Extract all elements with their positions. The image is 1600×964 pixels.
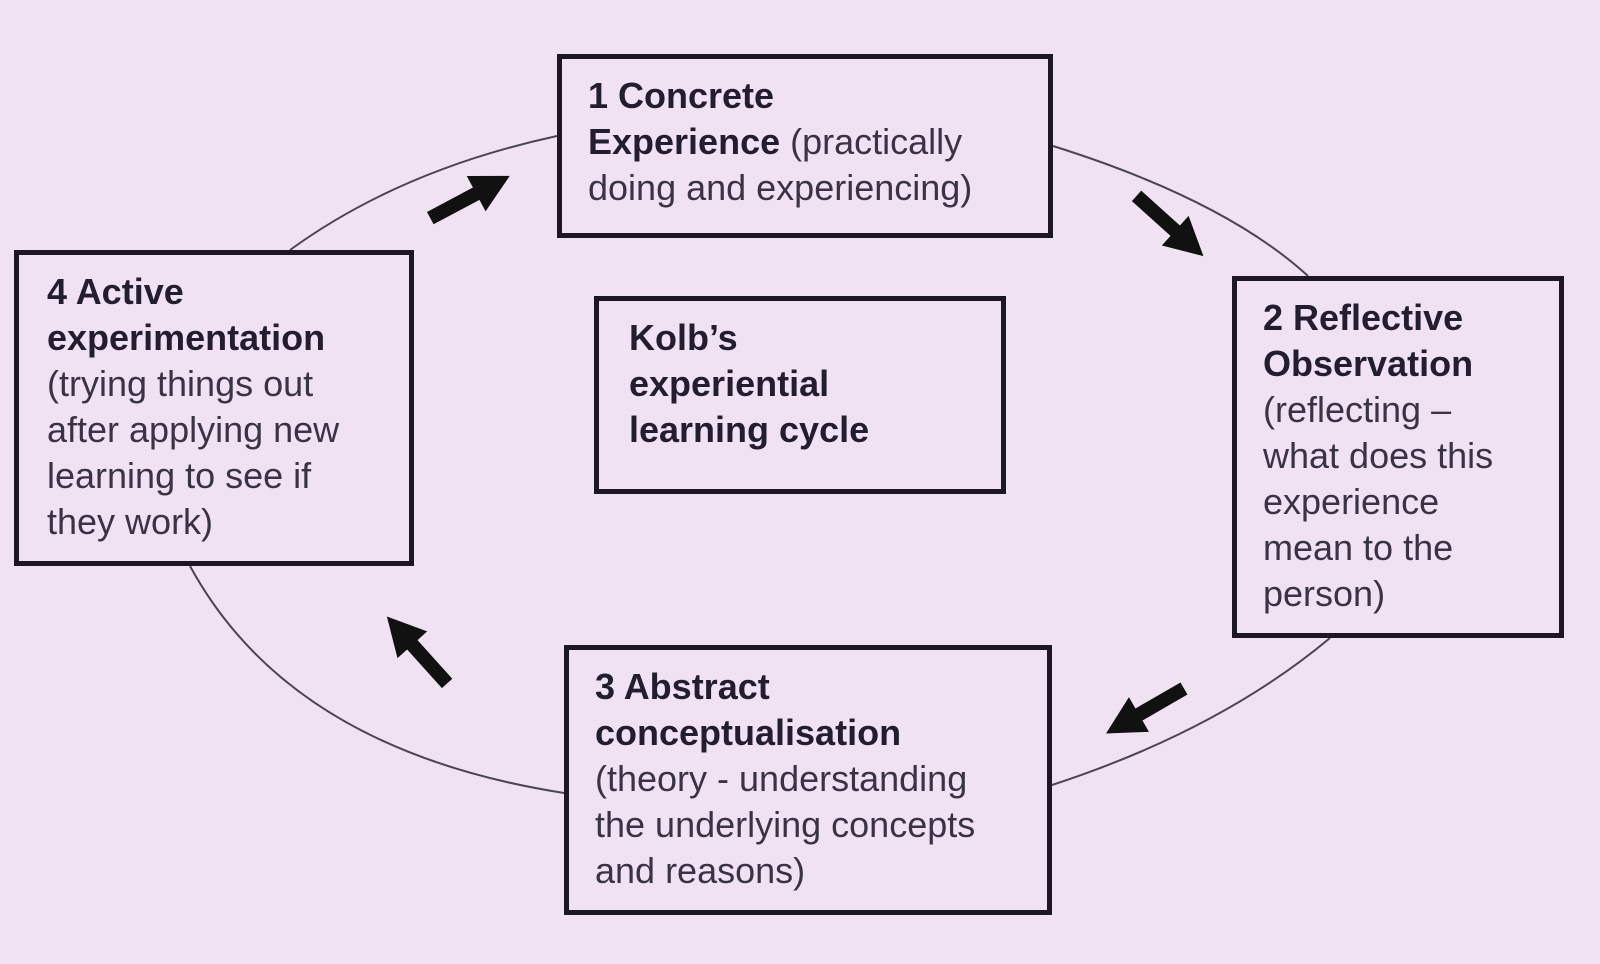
stage-abstract-conceptualisation-box: 3 Abstract conceptualisation (theory - u… [564, 645, 1052, 915]
stage-description-line: the underlying concepts [595, 804, 976, 845]
arrow-down-left-icon [1106, 682, 1188, 734]
center-title-line: experiential [629, 363, 830, 404]
arrow-down-right-icon [1131, 190, 1204, 257]
stage-description-line: doing and experiencing) [588, 167, 973, 208]
stage-description-line: they work) [47, 501, 214, 542]
stage-description-line: (theory - understanding [595, 758, 968, 799]
stage-subtitle: Observation [1263, 343, 1474, 384]
stage-description-line: after applying new [47, 409, 340, 450]
stage-title: 2 Reflective [1263, 297, 1464, 338]
stage-description-line: (practically [780, 121, 963, 162]
stage-description-line: person) [1263, 573, 1386, 614]
cycle-path-top-left [289, 135, 558, 251]
stage-active-experimentation-box: 4 Active experimentation (trying things … [14, 250, 414, 566]
stage-description-line: and reasons) [595, 850, 806, 891]
stage-description-line: mean to the [1263, 527, 1454, 568]
center-title-line: Kolb’s [629, 317, 738, 358]
stage-subtitle: conceptualisation [595, 712, 902, 753]
cycle-path-top-right [1052, 145, 1309, 277]
stage-title: 4 Active [47, 271, 184, 312]
cycle-path-bottom-right [1051, 637, 1331, 786]
center-title-box: Kolb’s experiential learning cycle [594, 296, 1006, 494]
stage-subtitle: Experience [588, 121, 781, 162]
stage-subtitle: experimentation [47, 317, 326, 358]
stage-concrete-experience-box: 1 Concrete Experience (practically doing… [557, 54, 1053, 238]
stage-description-line: what does this [1263, 435, 1494, 476]
stage-description-line: (trying things out [47, 363, 314, 404]
arrow-up-left-icon [386, 616, 453, 689]
arrow-up-right-icon [426, 175, 510, 225]
cycle-path-bottom-left [189, 565, 565, 794]
stage-description-line: (reflecting – [1263, 389, 1452, 430]
stage-title: 3 Abstract [595, 666, 770, 707]
stage-reflective-observation-box: 2 Reflective Observation (reflecting – w… [1232, 276, 1564, 638]
stage-description-line: experience [1263, 481, 1440, 522]
stage-title: 1 Concrete [588, 75, 775, 116]
center-title-line: learning cycle [629, 409, 870, 450]
stage-description-line: learning to see if [47, 455, 312, 496]
